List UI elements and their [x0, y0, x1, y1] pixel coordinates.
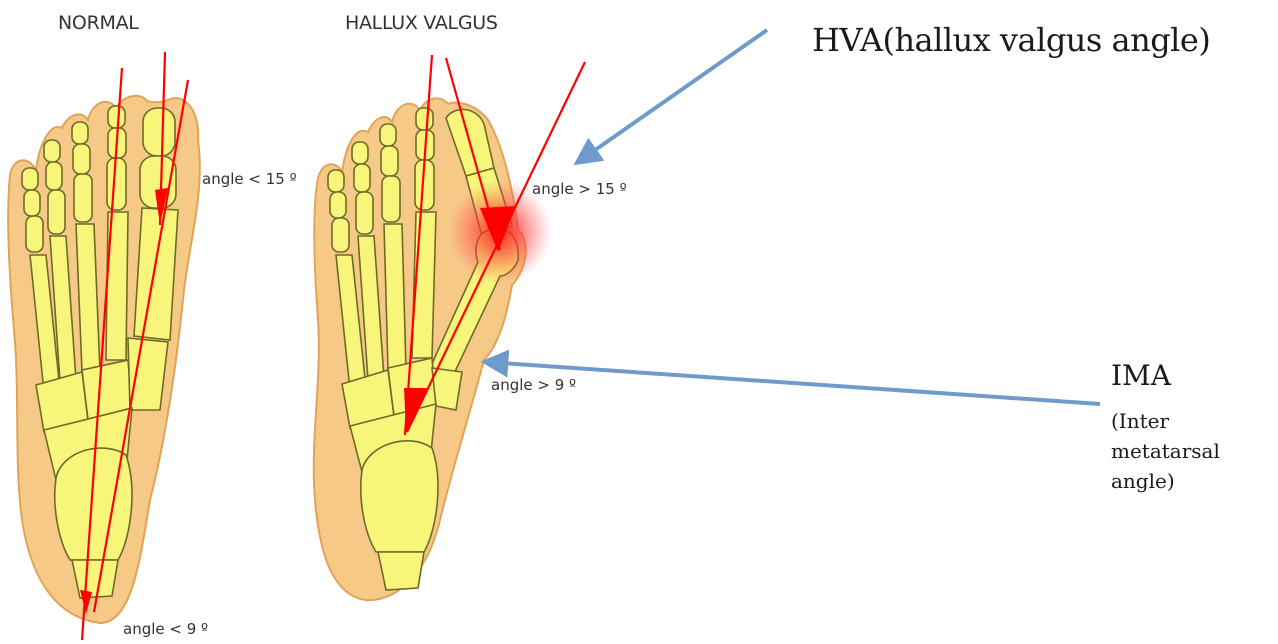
normal-hva-angle-label: angle < 15 º	[202, 172, 297, 187]
normal-foot	[8, 52, 200, 640]
ima-callout-line-1: (Inter	[1111, 408, 1169, 435]
hv-hva-angle-label: angle > 15 º	[532, 182, 627, 197]
hva-pointer-arrow	[578, 30, 767, 162]
ima-callout-title: IMA	[1111, 362, 1171, 390]
ima-pointer-arrow	[486, 362, 1100, 404]
normal-ima-angle-label: angle < 9 º	[123, 622, 208, 637]
hv-ima-angle-label: angle > 9 º	[491, 378, 576, 393]
hva-callout-label: HVA(hallux valgus angle)	[812, 24, 1210, 56]
ima-callout-line-2: metatarsal	[1111, 438, 1220, 465]
heading-hallux-valgus: HALLUX VALGUS	[345, 14, 498, 33]
heading-normal: NORMAL	[58, 14, 139, 33]
ima-callout-line-3: angle)	[1111, 468, 1175, 495]
hallux-valgus-foot	[314, 55, 585, 600]
